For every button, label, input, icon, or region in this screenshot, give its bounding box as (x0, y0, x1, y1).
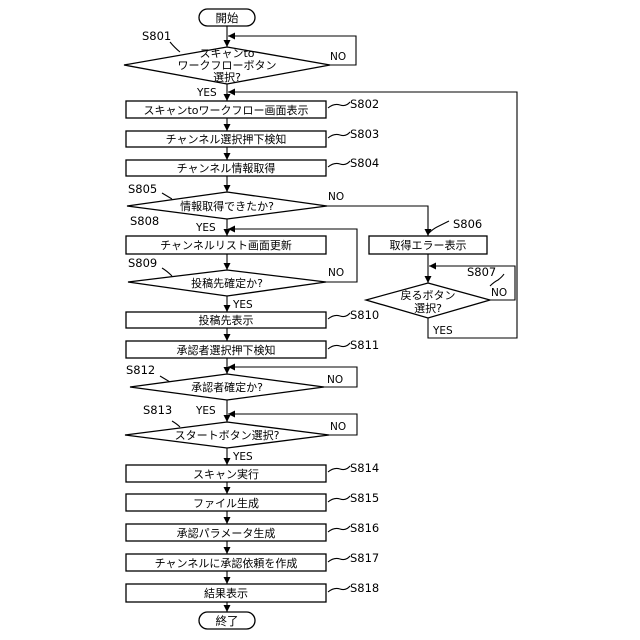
s805-id: S805 (128, 182, 157, 196)
s815-label: ファイル生成 (193, 496, 259, 510)
s807-line1: 戻るボタン (401, 289, 456, 302)
s817-id: S817 (350, 551, 379, 565)
s803-label: チャンネル選択押下検知 (166, 132, 287, 146)
decision-s809: 投稿先確定か? S809 NO YES (128, 256, 344, 311)
s804-label: チャンネル情報取得 (177, 162, 276, 175)
process-s804: チャンネル情報取得 S804 (126, 156, 379, 176)
s818-label: 結果表示 (204, 586, 248, 600)
s801-id: S801 (142, 29, 171, 43)
process-s815: ファイル生成 S815 (126, 491, 379, 511)
s802-id: S802 (350, 97, 379, 111)
s814-label: スキャン実行 (193, 467, 259, 481)
start-terminal: 開始 (199, 9, 255, 26)
s807-no: NO (491, 287, 507, 299)
s808-id: S808 (130, 214, 159, 228)
s818-id: S818 (350, 581, 379, 595)
start-label: 開始 (216, 11, 239, 25)
s812-label: 承認者確定か? (191, 380, 263, 394)
s810-id: S810 (350, 308, 379, 322)
s807-line2: 選択? (414, 301, 442, 315)
s805-no: NO (328, 191, 344, 203)
process-s811: 承認者選択押下検知 S811 (126, 338, 379, 358)
decision-s813: スタートボタン選択? S813 NO YES (125, 403, 346, 463)
decision-s805: 情報取得できたか? S805 NO YES (127, 182, 344, 234)
s805-yes: YES (195, 222, 216, 234)
s812-id: S812 (126, 363, 155, 377)
s814-id: S814 (350, 461, 379, 475)
s815-id: S815 (350, 491, 379, 505)
s809-id: S809 (128, 256, 157, 270)
s813-yes: YES (232, 451, 253, 463)
s809-no: NO (328, 267, 344, 279)
s802-label: スキャンtoワークフロー画面表示 (143, 103, 308, 117)
s803-id: S803 (350, 127, 379, 141)
end-terminal: 終了 (199, 612, 255, 629)
decision-s801: スキャンto ワークフローボタン 選択? S801 NO YES (124, 29, 346, 99)
process-s803: チャンネル選択押下検知 S803 (126, 127, 379, 147)
s813-no: NO (330, 421, 346, 433)
process-s814: スキャン実行 S814 (126, 461, 379, 482)
s809-label: 投稿先確定か? (191, 276, 263, 290)
process-s816: 承認パラメータ生成 S816 (126, 521, 379, 541)
s813-id: S813 (143, 403, 172, 417)
s801-yes: YES (196, 87, 217, 99)
s806-label: 取得エラー表示 (390, 238, 467, 252)
s806-id: S806 (453, 217, 482, 231)
s810-label: 投稿先表示 (199, 313, 254, 327)
s805-label: 情報取得できたか? (180, 200, 274, 213)
s807-yes: YES (432, 325, 453, 337)
s813-label: スタートボタン選択? (175, 428, 280, 442)
s816-id: S816 (350, 521, 379, 535)
s808-label: チャンネルリスト画面更新 (160, 238, 292, 252)
s811-id: S811 (350, 338, 379, 352)
process-s817: チャンネルに承認依頼を作成 S817 (126, 551, 379, 571)
decision-s807: 戻るボタン 選択? S807 NO YES (366, 265, 507, 337)
process-s808: チャンネルリスト画面更新 S808 (126, 214, 326, 254)
s817-label: チャンネルに承認依頼を作成 (155, 556, 298, 570)
s801-line3: 選択? (213, 70, 241, 84)
process-s802: スキャンtoワークフロー画面表示 S802 (126, 97, 379, 118)
s812-no: NO (327, 374, 343, 386)
s811-label: 承認者選択押下検知 (177, 343, 276, 357)
process-s818: 結果表示 S818 (126, 581, 379, 602)
s804-id: S804 (350, 156, 379, 170)
s816-label: 承認パラメータ生成 (177, 526, 276, 540)
s812-yes: YES (195, 405, 216, 417)
s807-id: S807 (467, 265, 496, 279)
process-s810: 投稿先表示 S810 (126, 308, 379, 328)
s801-no: NO (330, 51, 346, 63)
end-label: 終了 (216, 614, 239, 628)
s809-yes: YES (232, 299, 253, 311)
